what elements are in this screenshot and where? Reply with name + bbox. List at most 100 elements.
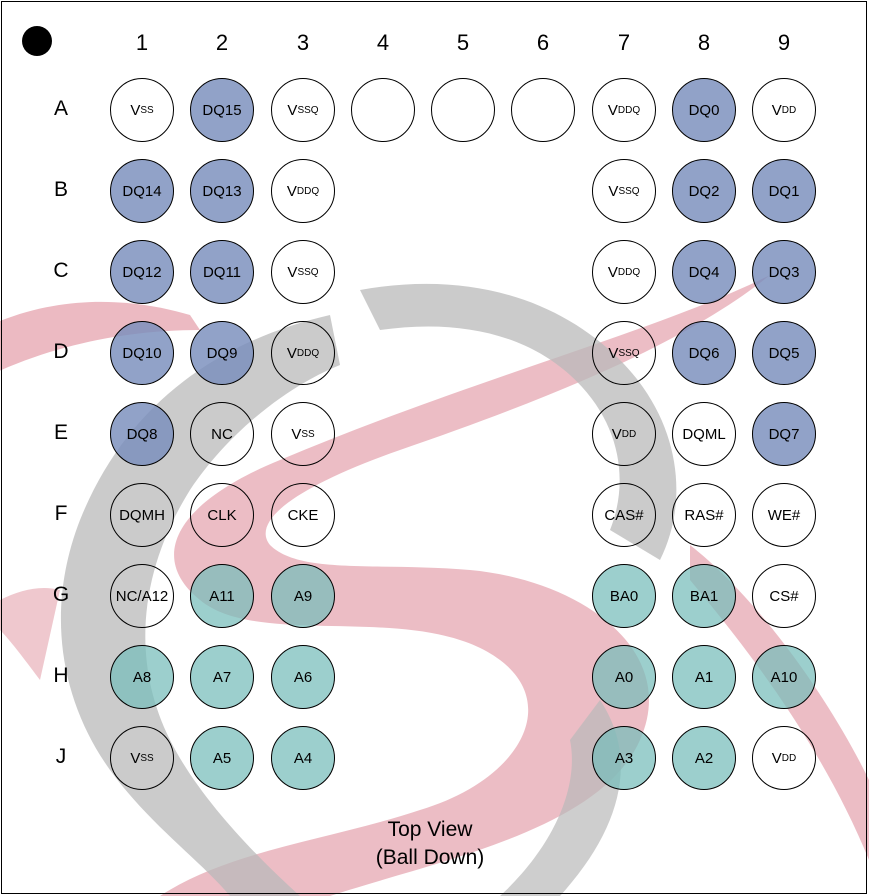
ball-label: DQ0 — [688, 101, 720, 119]
ball-a2: DQ15 — [190, 78, 254, 142]
ball-label: DQ10 — [122, 344, 162, 362]
ball-label-subscript: DDQ — [296, 347, 320, 359]
column-label-2: 2 — [215, 30, 229, 55]
row-label-e: E — [53, 421, 68, 444]
pin1-marker-icon — [22, 26, 52, 56]
row-label-b: B — [53, 178, 68, 201]
ball-label-subscript: SSQ — [618, 185, 640, 197]
ball-j8: A2 — [672, 726, 736, 790]
ball-j2: A5 — [190, 726, 254, 790]
ball-label: DQ7 — [768, 425, 800, 443]
ball-label: WE# — [767, 506, 801, 524]
ball-label: A7 — [212, 668, 232, 686]
ball-label: A0 — [614, 668, 634, 686]
ball-d2: DQ9 — [190, 321, 254, 385]
ball-label-subscript: SSQ — [297, 266, 319, 278]
ball-label: CKE — [287, 506, 319, 524]
column-label-6: 6 — [536, 30, 550, 55]
ball-h7: A0 — [592, 645, 656, 709]
ball-label: V — [607, 263, 618, 281]
column-label-1: 1 — [135, 30, 149, 55]
ball-label: A11 — [209, 587, 235, 605]
ball-c8: DQ4 — [672, 240, 736, 304]
ball-h2: A7 — [190, 645, 254, 709]
ball-g9: CS# — [752, 564, 816, 628]
row-label-a: A — [53, 97, 68, 120]
ball-label: V — [771, 101, 782, 119]
ball-e9: DQ7 — [752, 402, 816, 466]
ball-label-subscript: SS — [140, 752, 154, 764]
ball-a8: DQ0 — [672, 78, 736, 142]
ball-label: DQ5 — [768, 344, 800, 362]
ball-f7: CAS# — [592, 483, 656, 547]
ball-label: BA0 — [609, 587, 639, 605]
ball-label-subscript: DDQ — [296, 185, 320, 197]
ball-f1: DQMH — [110, 483, 174, 547]
ball-label: DQML — [682, 425, 726, 443]
row-label-c: C — [53, 259, 69, 282]
ball-label: DQ2 — [688, 182, 720, 200]
ball-label: A9 — [293, 587, 313, 605]
ball-a6 — [511, 78, 575, 142]
ball-a4 — [351, 78, 415, 142]
ball-j7: A3 — [592, 726, 656, 790]
row-label-g: G — [52, 583, 70, 606]
ball-label-subscript: SS — [140, 104, 154, 116]
ball-label: NC/A12 — [115, 587, 169, 605]
ball-d8: DQ6 — [672, 321, 736, 385]
ball-label: V — [607, 101, 618, 119]
column-label-9: 9 — [777, 30, 791, 55]
column-label-3: 3 — [296, 30, 310, 55]
ball-label: A5 — [212, 749, 232, 767]
ball-label: DQ8 — [126, 425, 158, 443]
ball-e1: DQ8 — [110, 402, 174, 466]
ball-label: V — [286, 182, 297, 200]
ball-label: V — [608, 344, 619, 362]
ball-label: CLK — [207, 506, 237, 524]
ball-label: V — [771, 749, 782, 767]
ball-label: A3 — [614, 749, 634, 767]
ball-f8: RAS# — [672, 483, 736, 547]
ball-label: A8 — [132, 668, 152, 686]
ball-c9: DQ3 — [752, 240, 816, 304]
ball-label-subscript: SS — [301, 428, 315, 440]
ball-label: V — [608, 182, 619, 200]
ball-label: V — [130, 749, 141, 767]
ball-label: DQ13 — [202, 182, 242, 200]
ball-label: BA1 — [689, 587, 719, 605]
ball-label: DQ11 — [202, 263, 242, 281]
ball-label: A10 — [770, 668, 798, 686]
ball-label-subscript: DDQ — [617, 266, 641, 278]
ball-f9: WE# — [752, 483, 816, 547]
ball-d9: DQ5 — [752, 321, 816, 385]
column-label-5: 5 — [456, 30, 470, 55]
ball-b8: DQ2 — [672, 159, 736, 223]
column-label-4: 4 — [376, 30, 390, 55]
ball-label: DQ3 — [768, 263, 800, 281]
column-label-8: 8 — [697, 30, 711, 55]
ball-g3: A9 — [271, 564, 335, 628]
ball-label: V — [291, 425, 302, 443]
ball-f3: CKE — [271, 483, 335, 547]
ball-label: DQ4 — [688, 263, 720, 281]
ball-h8: A1 — [672, 645, 736, 709]
ball-j3: A4 — [271, 726, 335, 790]
ball-label-subscript: DD — [781, 104, 797, 116]
ball-g1: NC/A12 — [110, 564, 174, 628]
ball-e2: NC — [190, 402, 254, 466]
ball-g8: BA1 — [672, 564, 736, 628]
ball-label: DQ15 — [202, 101, 242, 119]
ball-f2: CLK — [190, 483, 254, 547]
ball-label: V — [130, 101, 141, 119]
ball-a5 — [431, 78, 495, 142]
caption-line-1: Top View — [387, 818, 473, 841]
